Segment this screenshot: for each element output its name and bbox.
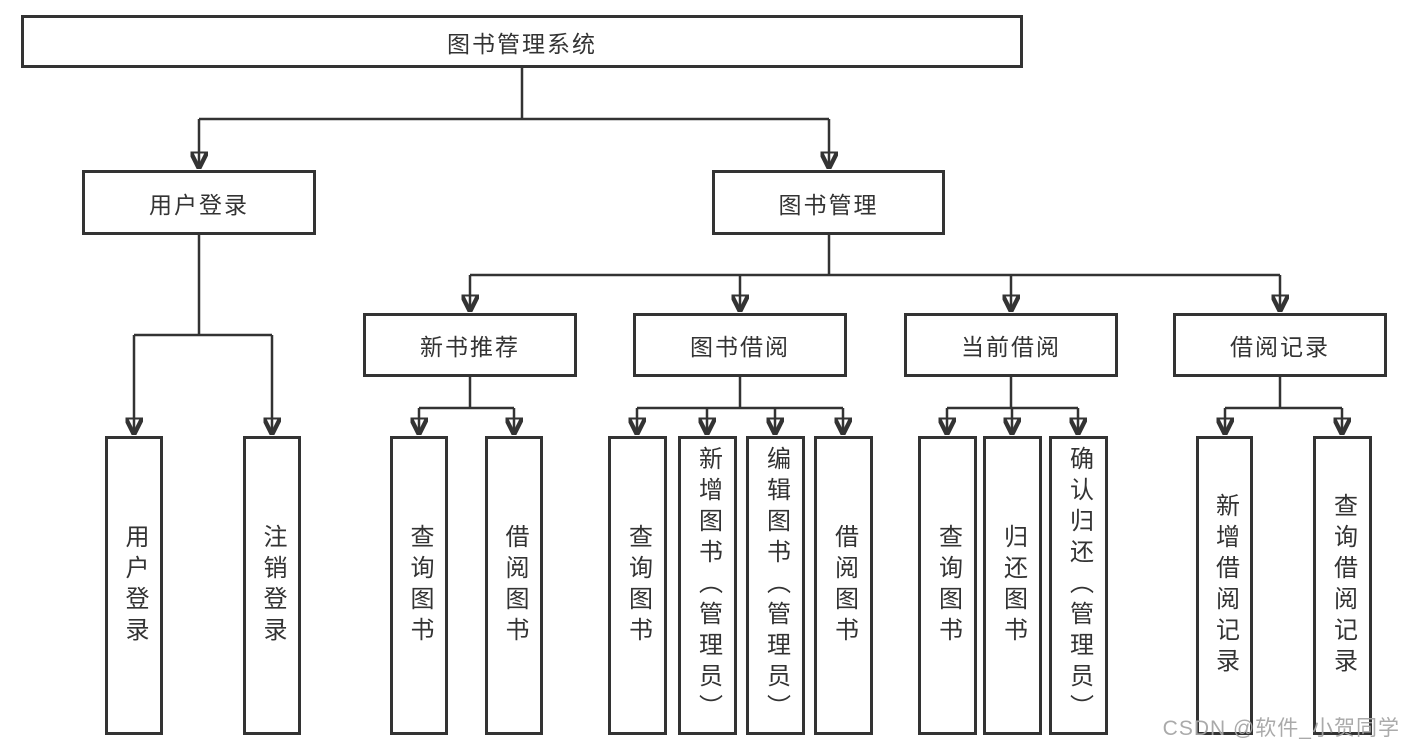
node-user-login: 用户登录 (82, 170, 316, 235)
connector-current-borrow-branch (947, 377, 1078, 433)
leaf-query-borrow-record: 查询借阅记录 (1313, 436, 1372, 735)
node-root-library-system: 图书管理系统 (21, 15, 1023, 68)
connector-new-book-rec-branch (419, 377, 514, 433)
leaf-return-book: 归还图书 (983, 436, 1042, 735)
leaf-borrow-book-recommend-label: 借阅图书 (501, 523, 528, 648)
node-borrowing-record: 借阅记录 (1173, 313, 1387, 377)
node-user-login-label: 用户登录 (149, 191, 249, 218)
leaf-add-borrow-record: 新增借阅记录 (1196, 436, 1253, 735)
node-book-management: 图书管理 (712, 170, 945, 235)
leaf-query-book-current: 查询图书 (918, 436, 977, 735)
leaf-query-book-recommend-label: 查询图书 (406, 523, 433, 648)
leaf-query-book-recommend: 查询图书 (390, 436, 448, 735)
node-borrowing-record-label: 借阅记录 (1230, 334, 1330, 360)
node-root-label: 图书管理系统 (447, 30, 597, 57)
node-book-management-label: 图书管理 (778, 191, 879, 218)
connector-book-borrow-branch (637, 377, 843, 433)
node-current-borrowing: 当前借阅 (904, 313, 1118, 377)
leaf-borrow-book-borrowing-label: 借阅图书 (830, 523, 858, 648)
leaf-edit-book-admin: 编辑图书（管理员） (746, 436, 805, 735)
leaf-add-book-admin-label: 新增图书（管理员） (694, 446, 722, 725)
leaf-confirm-return-admin: 确认归还（管理员） (1049, 436, 1108, 735)
node-current-borrowing-label: 当前借阅 (961, 334, 1061, 360)
connector-root-to-level2 (199, 68, 829, 167)
node-new-book-recommendation: 新书推荐 (363, 313, 577, 377)
node-book-borrowing-label: 图书借阅 (690, 334, 790, 360)
leaf-query-book-borrowing-label: 查询图书 (624, 523, 652, 648)
leaf-borrow-book-recommend: 借阅图书 (485, 436, 543, 735)
node-new-book-recommendation-label: 新书推荐 (420, 334, 520, 360)
leaf-edit-book-admin-label: 编辑图书（管理员） (762, 446, 790, 725)
leaf-user-login: 用户登录 (105, 436, 163, 735)
leaf-query-book-current-label: 查询图书 (934, 523, 962, 648)
connector-borrow-record-branch (1225, 377, 1342, 433)
leaf-add-borrow-record-label: 新增借阅记录 (1211, 492, 1239, 679)
leaf-query-borrow-record-label: 查询借阅记录 (1329, 492, 1357, 679)
leaf-logout-label: 注销登录 (259, 523, 286, 648)
node-book-borrowing: 图书借阅 (633, 313, 847, 377)
leaf-add-book-admin: 新增图书（管理员） (678, 436, 737, 735)
connector-user-login-branch (134, 235, 272, 433)
leaf-query-book-borrowing: 查询图书 (608, 436, 667, 735)
leaf-confirm-return-admin-label: 确认归还（管理员） (1065, 446, 1093, 725)
connector-book-mgmt-branch (470, 235, 1280, 310)
leaf-logout: 注销登录 (243, 436, 301, 735)
leaf-return-book-label: 归还图书 (999, 523, 1027, 648)
csdn-watermark: CSDN @软件_小贺同学 (1162, 717, 1400, 740)
leaf-user-login-label: 用户登录 (121, 523, 148, 648)
leaf-borrow-book-borrowing: 借阅图书 (814, 436, 873, 735)
